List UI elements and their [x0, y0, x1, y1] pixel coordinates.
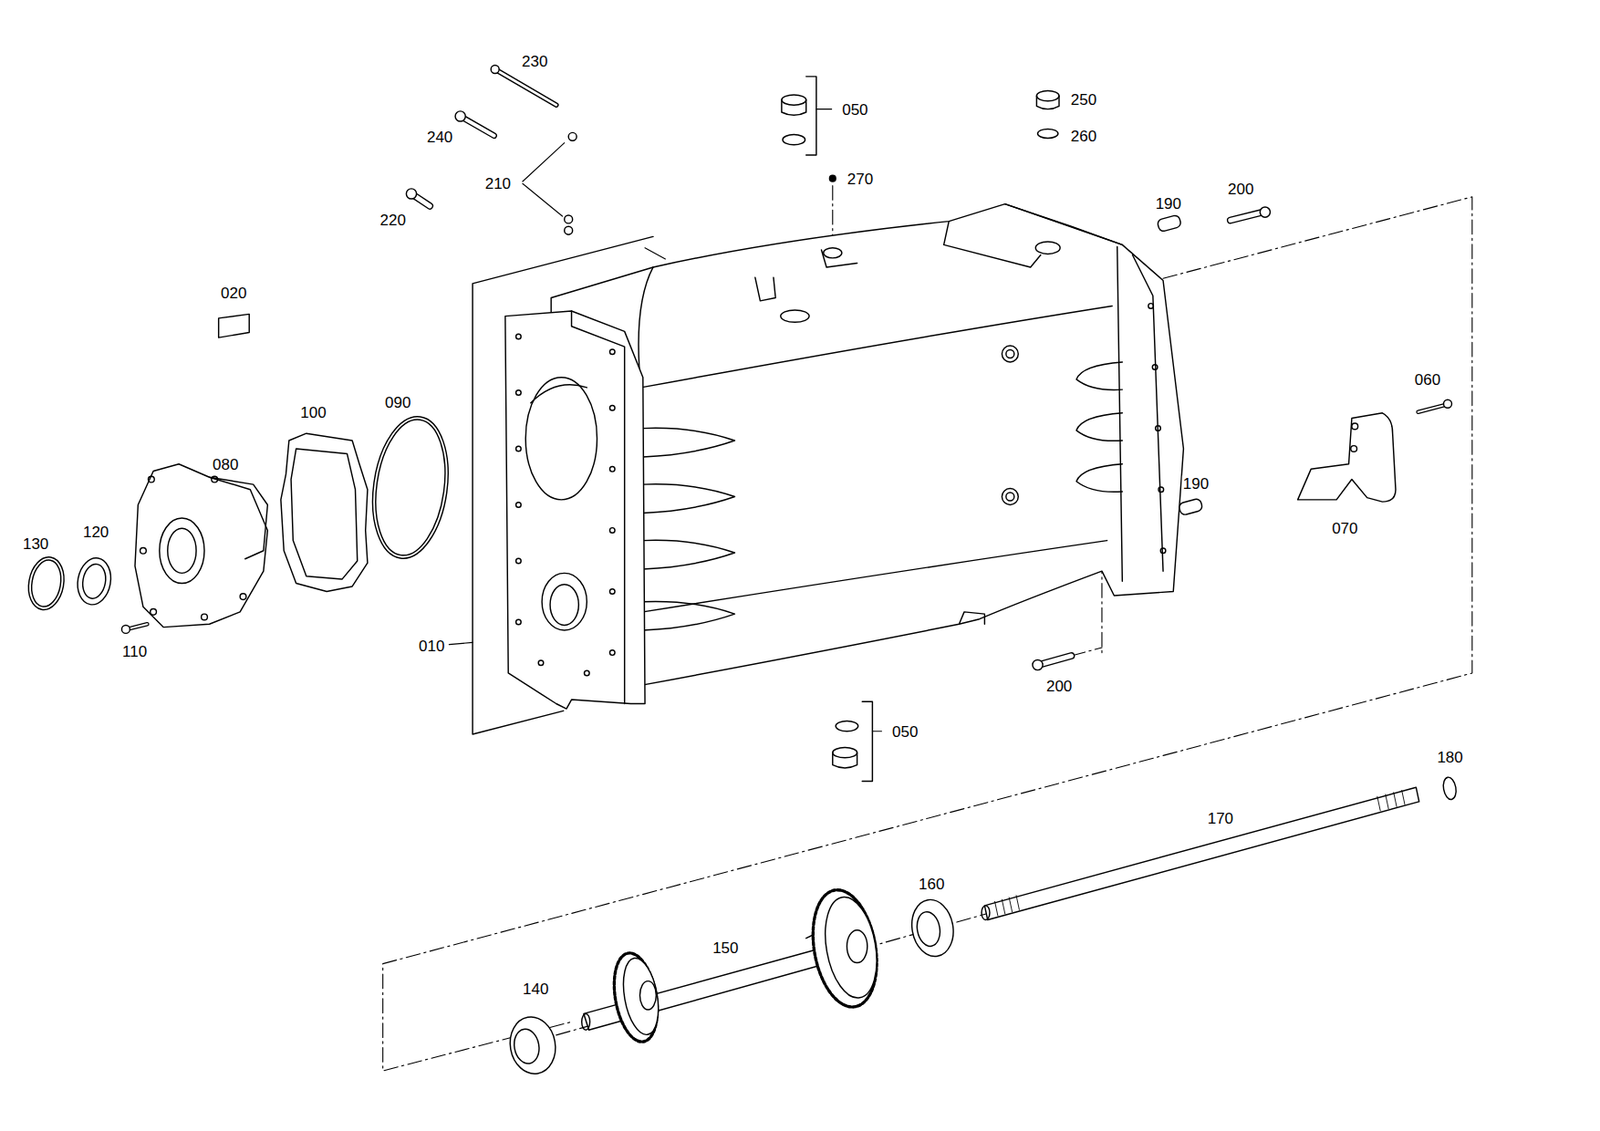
callout-number: 100	[299, 404, 327, 420]
callout-number: 080	[211, 456, 239, 472]
callout-number: 230	[520, 53, 549, 70]
callout-number: 190	[1154, 195, 1183, 211]
callout-number: 210	[484, 176, 512, 192]
callout-number: 200	[1045, 677, 1073, 694]
callout-number: 180	[1435, 749, 1464, 766]
callout-number: 240	[425, 128, 454, 145]
callout-number: 150	[711, 940, 739, 956]
callout-number: 010	[417, 638, 446, 655]
callout-number: 130	[21, 536, 50, 552]
callout-number: 120	[82, 523, 110, 540]
callout-number: 070	[1330, 520, 1359, 537]
callout-number: 140	[521, 980, 550, 997]
callout-number: 270	[846, 170, 874, 187]
callout-number: 060	[1413, 372, 1442, 388]
callout-number: 190	[1182, 476, 1210, 492]
callout-number: 020	[219, 285, 248, 302]
callout-number: 050	[891, 724, 919, 740]
callout-number: 220	[378, 211, 406, 228]
callout-number: 050	[841, 101, 869, 117]
callout-number: 250	[1070, 91, 1098, 107]
callout-number: 160	[917, 875, 946, 892]
callout-number: 260	[1070, 127, 1098, 144]
callout-number: 200	[1226, 180, 1255, 197]
callout-number: 170	[1206, 810, 1235, 827]
callout-number: 090	[384, 394, 412, 410]
callout-number: 110	[121, 643, 148, 659]
